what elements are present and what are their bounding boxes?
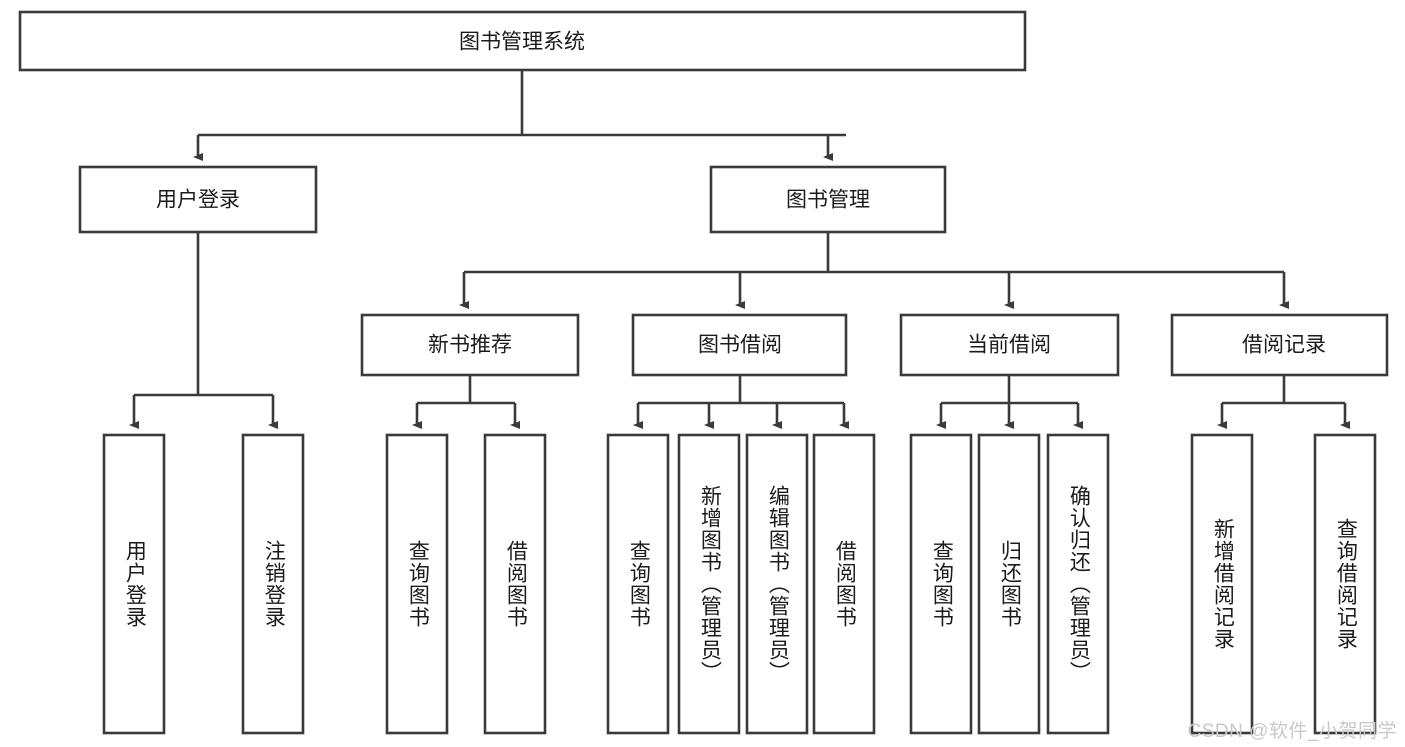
- leaf-user-login-0[interactable]: [102, 433, 166, 735]
- node-user-login-label: 用户登录: [156, 189, 240, 212]
- leaf-book-borrow-0[interactable]: [606, 433, 670, 735]
- node-book-management[interactable]: [709, 165, 947, 234]
- leaf-book-borrow-3[interactable]: [812, 433, 876, 735]
- node-new-book-recommend[interactable]: [360, 313, 580, 377]
- node-root[interactable]: [18, 10, 1027, 72]
- csdn-watermark: CSDN @软件_小贺同学: [1187, 721, 1397, 742]
- node-root-label: 图书管理系统: [459, 31, 585, 54]
- leaf-book-borrow-1[interactable]: [677, 433, 741, 735]
- leaf-current-borrow-0[interactable]: [909, 433, 973, 735]
- node-user-login[interactable]: [78, 165, 318, 234]
- connector-currentborrow-to-leaves: [936, 375, 1083, 429]
- leaf-borrow-record-0[interactable]: [1190, 433, 1254, 735]
- node-book-management-label: 图书管理: [786, 189, 870, 212]
- node-current-borrow-label: 当前借阅: [967, 334, 1051, 357]
- node-borrow-record-label: 借阅记录: [1242, 334, 1326, 357]
- node-book-borrow[interactable]: [631, 313, 848, 377]
- node-borrow-record[interactable]: [1170, 313, 1389, 377]
- connector-root-to-level2: [193, 70, 846, 161]
- leaf-new-book-0[interactable]: [385, 433, 449, 735]
- leaf-user-login-1[interactable]: [241, 433, 305, 735]
- leaf-new-book-1[interactable]: [483, 433, 547, 735]
- connector-bookmgmt-to-level3: [459, 232, 1289, 309]
- node-book-borrow-label: 图书借阅: [698, 334, 782, 357]
- connector-userlogin-to-leaves: [129, 232, 278, 429]
- leaf-borrow-record-1[interactable]: [1313, 433, 1377, 735]
- connector-bookborrow-to-leaves: [633, 375, 849, 429]
- leaf-current-borrow-2[interactable]: [1046, 433, 1110, 735]
- connector-borrowrecord-to-leaves: [1217, 375, 1350, 429]
- connector-newbook-to-leaves: [412, 375, 520, 429]
- node-current-borrow[interactable]: [899, 313, 1120, 377]
- leaf-current-borrow-1[interactable]: [977, 433, 1041, 735]
- leaf-book-borrow-2[interactable]: [745, 433, 809, 735]
- node-new-book-recommend-label: 新书推荐: [428, 334, 512, 357]
